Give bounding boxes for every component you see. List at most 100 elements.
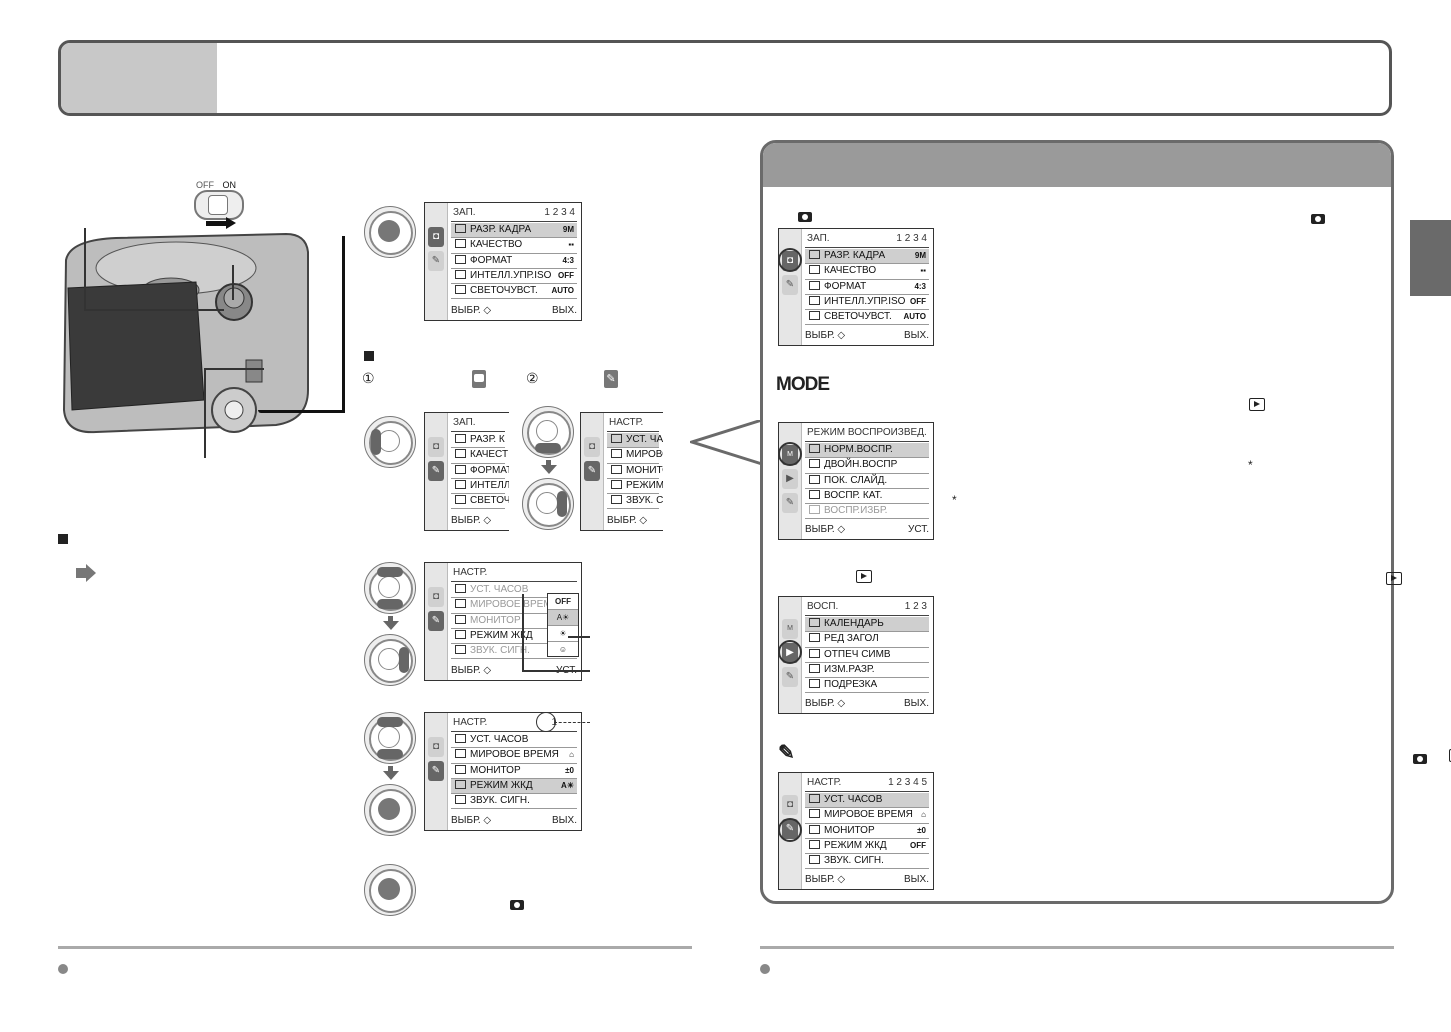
footer-select: ВЫБР. ◇: [805, 524, 846, 535]
option-auto-power[interactable]: A☀: [548, 610, 578, 626]
screen-title: ЗАП.: [453, 207, 476, 218]
option-high-angle[interactable]: ☺: [558, 645, 568, 654]
menu-row[interactable]: МИРОВОЕ ВРЕМЯ: [451, 598, 577, 614]
power-switch-labels: OFF ON: [196, 180, 236, 190]
rec-tab-icon: [472, 370, 486, 388]
menu-row[interactable]: УСТ. ЧАС: [607, 433, 663, 449]
section-side-tab: [1410, 220, 1451, 296]
menu-row[interactable]: МОНИТО: [607, 464, 663, 479]
menu-row[interactable]: УСТ. ЧАСОВ: [451, 733, 577, 749]
footer-select: ВЫБР. ◇: [805, 874, 846, 885]
menu-row[interactable]: ЗВУК. С: [607, 494, 663, 510]
menu-row[interactable]: КАЧЕСТВО▪▪: [805, 264, 929, 280]
menu-row[interactable]: ОТПЕЧ СИМВ: [805, 648, 929, 663]
cursor-dial-right[interactable]: [364, 634, 416, 686]
footer-select: ВЫБР. ◇: [607, 515, 648, 526]
down-arrow-icon: [383, 771, 399, 780]
options-popup: OFF A☀ ☀ ☺: [547, 593, 579, 657]
tab-highlight-circle: [778, 640, 802, 664]
menu-row[interactable]: СВЕТОЧУВСТ.AUTO: [451, 284, 577, 300]
arrow-note-icon: [76, 568, 86, 578]
footer-rule: [760, 946, 1394, 949]
cursor-dial-left[interactable]: [364, 416, 416, 468]
callout-line: [84, 228, 86, 310]
connector-line: [258, 410, 345, 413]
page-header: [58, 40, 1392, 116]
menu-row[interactable]: МОНИТОР±0: [451, 764, 577, 779]
menu-row[interactable]: СВЕТОЧУВСТ.AUTO: [805, 310, 929, 326]
bullet-square: [58, 534, 68, 544]
menu-row[interactable]: КАЧЕСТВО▪▪: [451, 238, 577, 254]
menu-row[interactable]: КАЛЕНДАРЬ: [805, 617, 929, 633]
down-arrow-icon: [388, 766, 393, 772]
menu-row[interactable]: МОНИТОР±0: [805, 824, 929, 839]
menu-row[interactable]: РЕЖИМ ЖКД: [451, 629, 577, 645]
menu-row[interactable]: УСТ. ЧАСОВ: [805, 793, 929, 809]
callout-line: [522, 670, 590, 672]
menu-row[interactable]: ЗВУК. СИГН.: [805, 854, 929, 870]
menu-row[interactable]: КАЧЕСТ: [451, 448, 508, 464]
footer-select: ВЫБР. ◇: [451, 305, 492, 316]
down-arrow-icon: [388, 616, 393, 622]
cursor-dial-set[interactable]: [364, 206, 416, 258]
camera-icon: [798, 212, 813, 222]
menu-row[interactable]: ВОСПР.ИЗБР.: [805, 504, 929, 520]
callout-line: [522, 594, 524, 672]
arrow-note-head-icon: [86, 564, 96, 582]
footer-select: ВЫБР. ◇: [451, 515, 492, 526]
menu-row[interactable]: МОНИТОР: [451, 614, 577, 629]
menu-row[interactable]: ДВОЙН.ВОСПР: [805, 458, 929, 474]
menu-row[interactable]: УСТ. ЧАСОВ: [451, 583, 577, 599]
menu-row[interactable]: РАЗР. К: [451, 433, 505, 449]
menu-row[interactable]: ИЗМ.РАЗР.: [805, 663, 929, 679]
menu-row[interactable]: МИРОВО: [607, 448, 663, 464]
screen-setup-crop: ◘✎ НАСТР. УСТ. ЧАС МИРОВО МОНИТО РЕЖИМ З…: [580, 412, 663, 531]
menu-row[interactable]: СВЕТОЧ: [451, 494, 509, 510]
playback-icon: [1249, 398, 1266, 411]
cursor-dial-up-down[interactable]: [364, 562, 416, 614]
menu-row[interactable]: ЗВУК. СИГН.: [451, 644, 577, 660]
menu-row[interactable]: РЕД ЗАГОЛ: [805, 632, 929, 648]
menu-row[interactable]: ФОРМАТ: [451, 464, 509, 479]
menu-row[interactable]: ПОДРЕЗКА: [805, 678, 929, 694]
screen-page: 1 2 3 4: [544, 207, 575, 218]
tab-highlight-circle: [778, 442, 802, 466]
switch-arrow-head-icon: [226, 217, 236, 229]
option-power[interactable]: ☀: [548, 626, 578, 642]
footer-rule: [58, 946, 692, 949]
cursor-dial-right[interactable]: [522, 478, 574, 530]
camera-icon: [1412, 754, 1427, 764]
menu-row[interactable]: ЗВУК. СИГН.: [451, 794, 577, 810]
menu-row[interactable]: МИРОВОЕ ВРЕМЯ⌂: [451, 748, 577, 764]
screen-setup-options: ◘✎ НАСТР. УСТ. ЧАСОВ МИРОВОЕ ВРЕМЯ МОНИТ…: [424, 562, 582, 681]
mode-label: MODE: [776, 374, 830, 395]
option-off[interactable]: OFF: [548, 594, 578, 610]
cursor-dial-set[interactable]: [364, 864, 416, 916]
menu-row[interactable]: ВОСПР. КАТ.: [805, 489, 929, 505]
menu-row[interactable]: ИНТЕЛЛ: [451, 479, 509, 495]
asterisk-mark: *: [1248, 458, 1253, 472]
menu-row[interactable]: РЕЖИМ: [607, 479, 663, 495]
power-off-label: OFF: [196, 180, 214, 190]
footer-set: УСТ.: [907, 524, 929, 535]
menu-row[interactable]: МИРОВОЕ ВРЕМЯ⌂: [805, 808, 929, 824]
menu-row[interactable]: ПОК. СЛАЙД.: [805, 474, 929, 489]
screen-setup-selected: ◘✎ НАСТР. 1 УСТ. ЧАСОВ МИРОВОЕ ВРЕМЯ⌂ МО…: [424, 712, 582, 831]
switch-arrow-icon: [206, 221, 228, 226]
menu-row[interactable]: НОРМ.ВОСПР.: [805, 443, 929, 459]
footer-exit: ВЫХ.: [552, 305, 577, 316]
cursor-dial-up-down[interactable]: [364, 712, 416, 764]
panel-header: [763, 143, 1391, 187]
cursor-dial-up-down[interactable]: [522, 406, 574, 458]
cursor-dial-set[interactable]: [364, 784, 416, 836]
power-switch[interactable]: [194, 190, 244, 220]
